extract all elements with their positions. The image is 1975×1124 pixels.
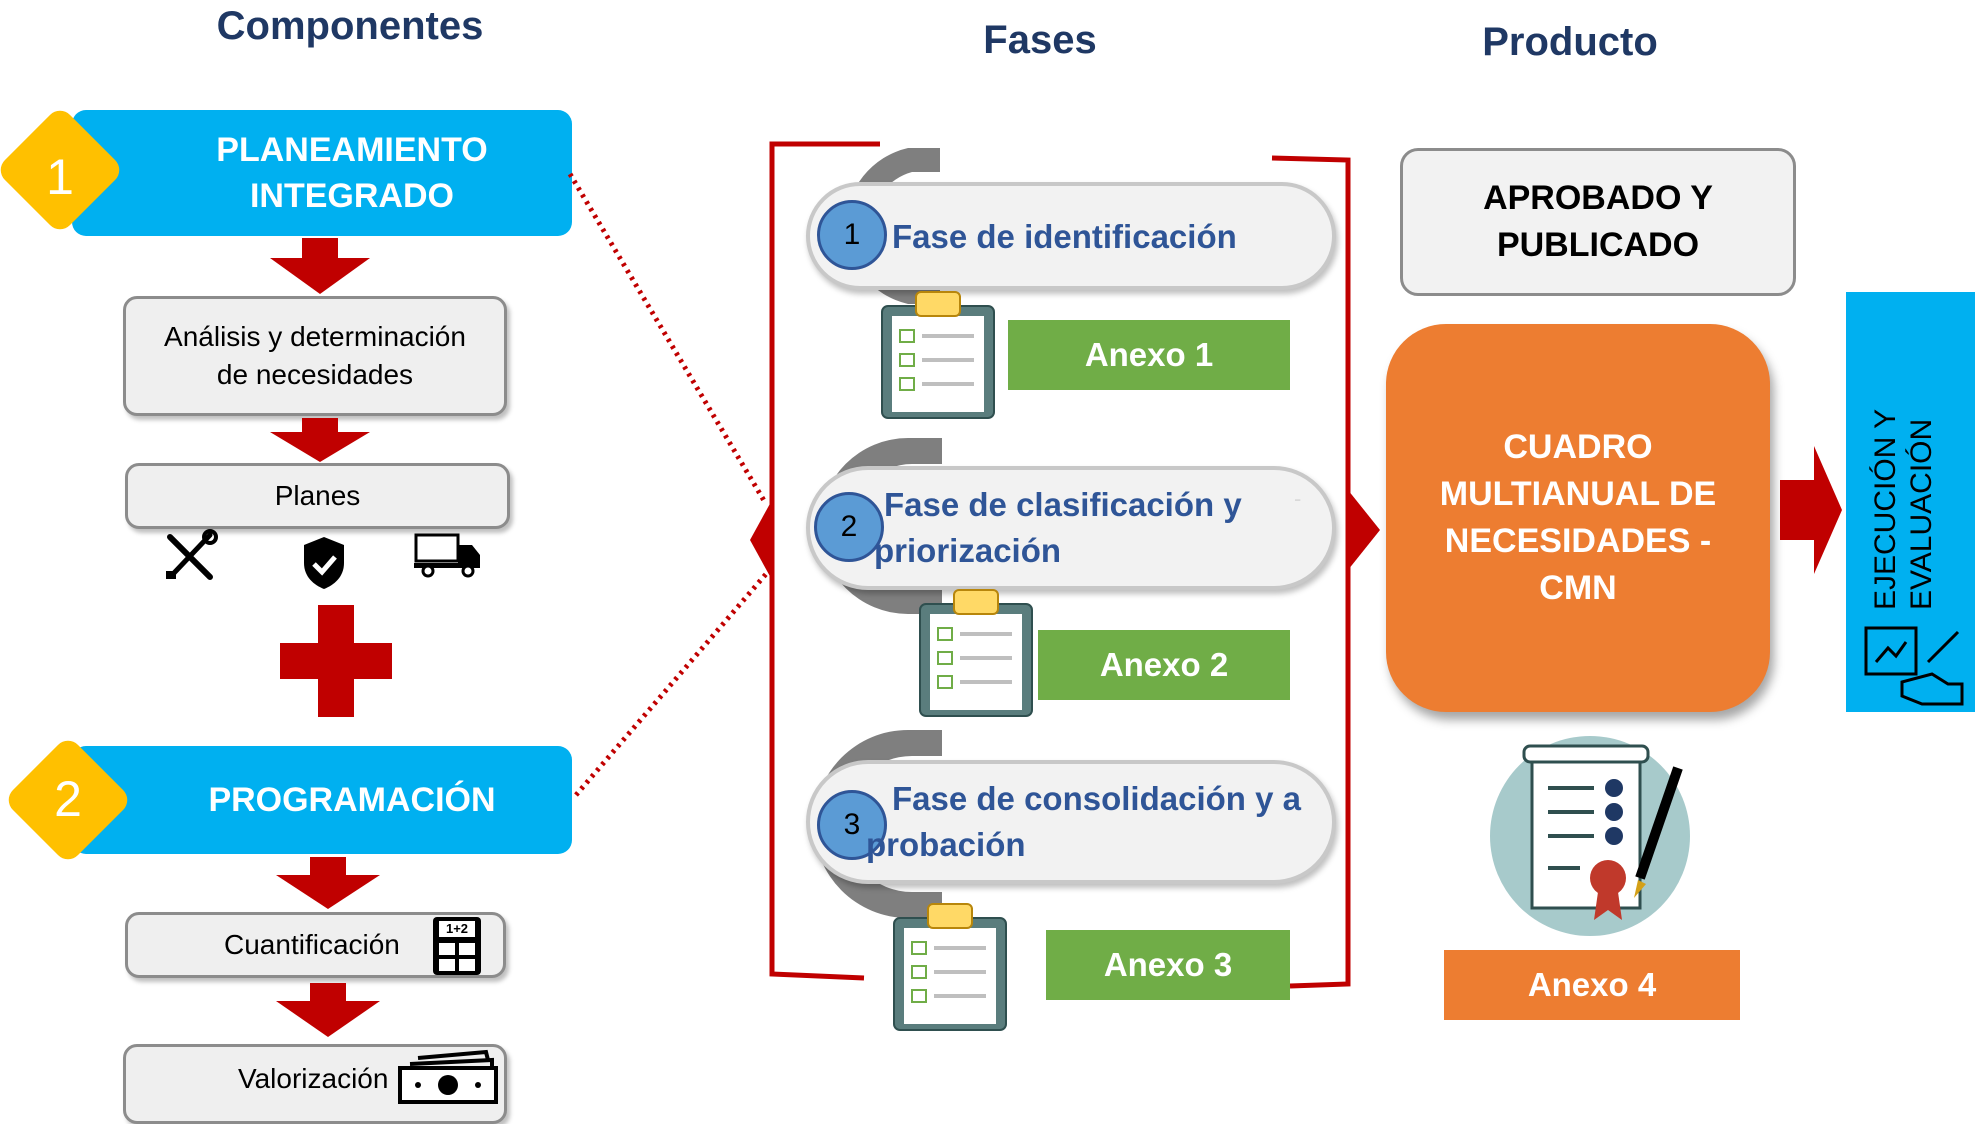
clipboard-icon-1 <box>881 291 995 419</box>
planes-box: Planes <box>125 463 510 529</box>
anexo3-box: Anexo 3 <box>1046 930 1290 1000</box>
clipboard-icon-2 <box>919 589 1033 717</box>
phase3-number: 3 <box>817 790 887 860</box>
step2-label: PROGRAMACIÓN <box>208 781 496 819</box>
phase1-line1: Fase de identificación <box>892 218 1237 255</box>
analisis-box: Análisis y determinación de necesidades <box>123 296 507 416</box>
ejecucion-line2: EVALUACIÓN <box>1905 418 1938 610</box>
phase3-line2: probación <box>866 826 1026 863</box>
cmn-line3: NECESIDADES - <box>1444 522 1712 560</box>
phase2-pill <box>806 466 1336 590</box>
aprobado-line1: APROBADO Y <box>1483 179 1713 217</box>
phase2-number: 2 <box>814 492 884 562</box>
calculator-icon: 1+2 <box>433 917 481 975</box>
fases-right-bracket <box>1271 155 1380 989</box>
step1-label-line2: INTEGRADO <box>249 177 454 215</box>
certificate-icon <box>1490 736 1690 936</box>
header-producto: Producto <box>1482 20 1658 64</box>
analisis-line2: de necesidades <box>216 359 414 390</box>
ejecucion-line1: EJECUCIÓN Y <box>1869 408 1902 610</box>
calculator-display: 1+2 <box>439 921 475 937</box>
fases-left-bracket <box>750 141 880 981</box>
step1-number: 1 <box>46 149 74 205</box>
dotted-connector-lines <box>567 172 769 797</box>
step1-label-line1: PLANEAMIENTO <box>216 131 488 169</box>
step2-number: 2 <box>54 771 82 827</box>
down-arrow-3 <box>276 857 380 909</box>
analisis-line1: Análisis y determinación <box>164 321 466 352</box>
phase3-line1: Fase de consolidación y a <box>892 780 1301 817</box>
phase2-line2: priorización <box>874 532 1062 569</box>
cuantificacion-label: Cuantificación <box>224 929 400 960</box>
phase1-pill <box>806 182 1336 290</box>
phase1-number: 1 <box>817 200 887 270</box>
aprobado-box: APROBADO Y PUBLICADO <box>1400 148 1796 296</box>
anexo2-box: Anexo 2 <box>1038 630 1290 700</box>
planes-label: Planes <box>274 480 361 511</box>
step1-planeamiento-bar: PLANEAMIENTO INTEGRADO <box>72 110 572 236</box>
tools-icon <box>166 529 218 580</box>
header-componentes: Componentes <box>216 4 484 48</box>
phase2-line1: Fase de clasificación y <box>884 486 1242 523</box>
anexo1-box: Anexo 1 <box>1008 320 1290 390</box>
aprobado-line2: PUBLICADO <box>1496 226 1700 264</box>
right-arrow-ejecucion <box>1780 446 1842 574</box>
money-icon <box>398 1049 498 1104</box>
down-arrow-1 <box>270 238 370 294</box>
cmn-line1: CUADRO <box>1503 428 1653 466</box>
step2-programacion-bar: PROGRAMACIÓN <box>72 746 572 854</box>
signature-hand-icon <box>1864 626 1964 706</box>
anexo4-box: Anexo 4 <box>1444 950 1740 1020</box>
cmn-line4: CMN <box>1539 569 1617 607</box>
stray-mark: - <box>1294 486 1302 511</box>
plus-icon <box>280 605 392 717</box>
clipboard-icon-3 <box>893 903 1007 1031</box>
truck-icon <box>414 533 480 578</box>
valorizacion-label: Valorización <box>238 1063 389 1094</box>
header-fases: Fases <box>983 18 1097 62</box>
down-arrow-2 <box>270 418 370 462</box>
shield-check-icon <box>304 537 344 589</box>
cmn-line2: MULTIANUAL DE <box>1439 475 1717 513</box>
down-arrow-4 <box>276 983 380 1037</box>
cmn-box: CUADRO MULTIANUAL DE NECESIDADES - CMN <box>1386 324 1770 712</box>
phase3-pill <box>806 760 1336 884</box>
ejecucion-label: EJECUCIÓN Y EVALUACIÓN <box>1868 360 1940 610</box>
